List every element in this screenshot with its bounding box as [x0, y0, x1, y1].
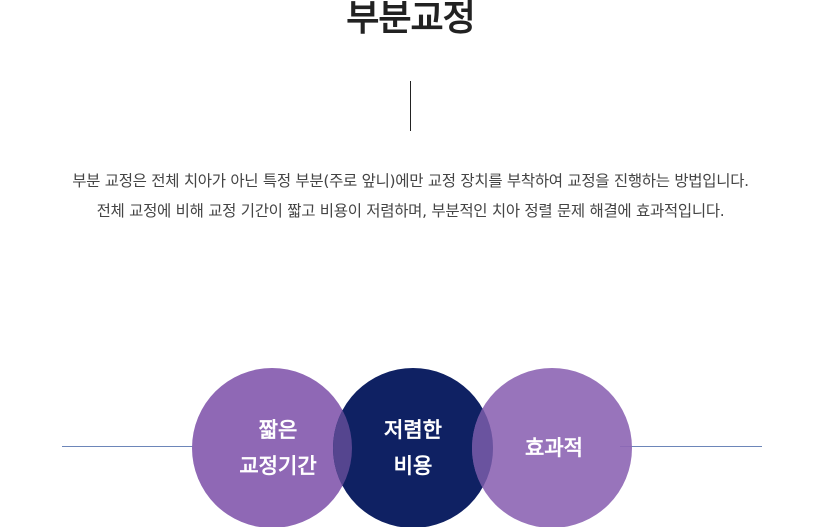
description-line-1: 부분 교정은 전체 치아가 아닌 특정 부분(주로 앞니)에만 교정 장치를 부… — [72, 172, 749, 190]
right-connector-line — [620, 446, 762, 447]
feature-circle-effective-label: 효과적 — [472, 368, 632, 527]
description-line-2: 전체 교정에 비해 교정 기간이 짧고 비용이 저렴하며, 부분적인 치아 정렬… — [96, 202, 725, 220]
left-connector-line — [62, 446, 202, 447]
feature-label: 저렴한 — [384, 418, 442, 442]
feature-label: 교정기간 — [239, 454, 317, 478]
description: 부분 교정은 전체 치아가 아닌 특정 부분(주로 앞니)에만 교정 장치를 부… — [0, 166, 821, 226]
page-title: 부분교정 — [346, 0, 475, 39]
vertical-divider — [410, 81, 411, 131]
feature-label: 비용 — [393, 454, 433, 478]
feature-circle-effective — [472, 368, 632, 527]
feature-circle-short-period: 짧은 교정기간 — [192, 368, 352, 527]
feature-label: 효과적 — [525, 436, 583, 460]
feature-circle-low-cost: 저렴한 비용 — [333, 368, 493, 527]
feature-label: 짧은 — [258, 418, 298, 442]
